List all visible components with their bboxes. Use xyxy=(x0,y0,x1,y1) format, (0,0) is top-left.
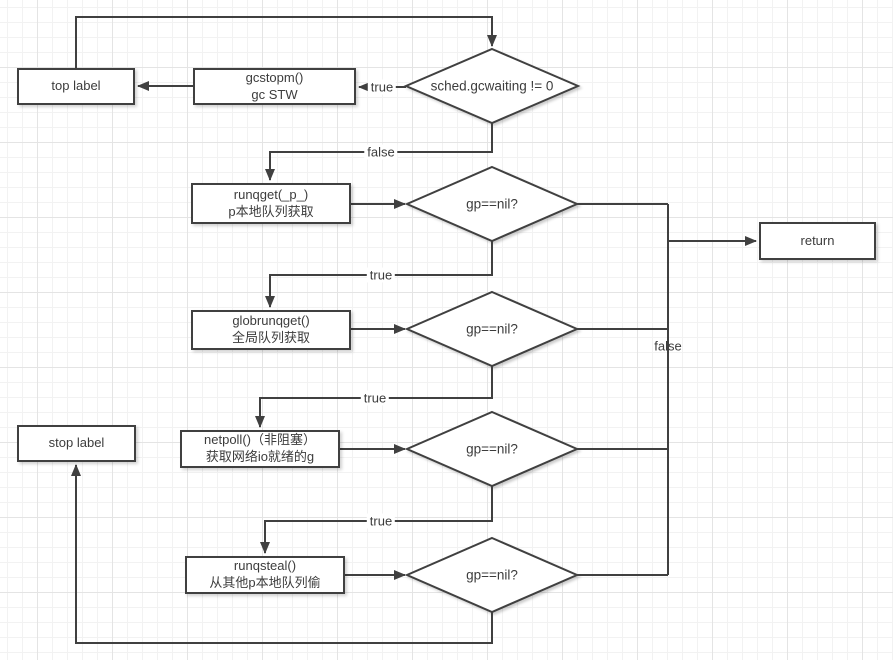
decision-gcwaiting-label: sched.gcwaiting != 0 xyxy=(430,78,554,94)
edge-label-gp-false: false xyxy=(654,338,682,354)
node-runqget-title: runqget(_p_) xyxy=(233,186,309,202)
node-stop-label[interactable]: stop label xyxy=(17,425,136,462)
decision-gp2-label: gp==nil? xyxy=(466,321,518,337)
node-return[interactable]: return xyxy=(759,222,876,260)
node-netpoll[interactable]: netpoll()（非阻塞） 获取网络io就绪的g xyxy=(180,430,340,468)
node-runqsteal-title: runqsteal() xyxy=(233,558,297,574)
edge-label-gcwaiting-false: false xyxy=(364,144,398,160)
node-runqget[interactable]: runqget(_p_) p本地队列获取 xyxy=(191,183,351,224)
decision-gp1-label: gp==nil? xyxy=(466,196,518,212)
node-return-text: return xyxy=(800,232,835,248)
node-runqsteal-subtitle: 从其他p本地队列偷 xyxy=(209,575,321,590)
node-runqsteal[interactable]: runqsteal() 从其他p本地队列偷 xyxy=(185,556,345,594)
edge-label-gcwaiting-true: true xyxy=(367,79,397,95)
node-netpoll-subtitle: 获取网络io就绪的g xyxy=(205,449,315,464)
node-globrunqget-title: globrunqget() xyxy=(232,313,310,329)
node-runqget-subtitle: p本地队列获取 xyxy=(228,203,314,219)
node-netpoll-title: netpoll()（非阻塞） xyxy=(204,432,316,448)
node-globrunqget[interactable]: globrunqget() 全局队列获取 xyxy=(191,310,351,350)
node-gcstopm[interactable]: gcstopm() gc STW xyxy=(193,68,356,105)
decision-gp3-label: gp==nil? xyxy=(466,441,518,457)
node-globrunqget-subtitle: 全局队列获取 xyxy=(231,330,310,345)
node-top-label[interactable]: top label xyxy=(17,68,135,105)
node-gcstopm-subtitle: gc STW xyxy=(251,86,298,102)
edge-label-gp3-true: true xyxy=(366,513,396,529)
edge-label-gp1-true: true xyxy=(366,267,396,283)
node-top-label-text: top label xyxy=(51,78,101,94)
edge-label-gp2-true: true xyxy=(360,390,390,406)
edge-toplabel-to-gcwaiting xyxy=(75,16,497,68)
node-stop-label-text: stop label xyxy=(48,435,105,451)
edge-gp4-true-to-stoplabel xyxy=(71,464,493,644)
decision-gp4-label: gp==nil? xyxy=(466,567,518,583)
node-gcstopm-title: gcstopm() xyxy=(245,69,304,85)
